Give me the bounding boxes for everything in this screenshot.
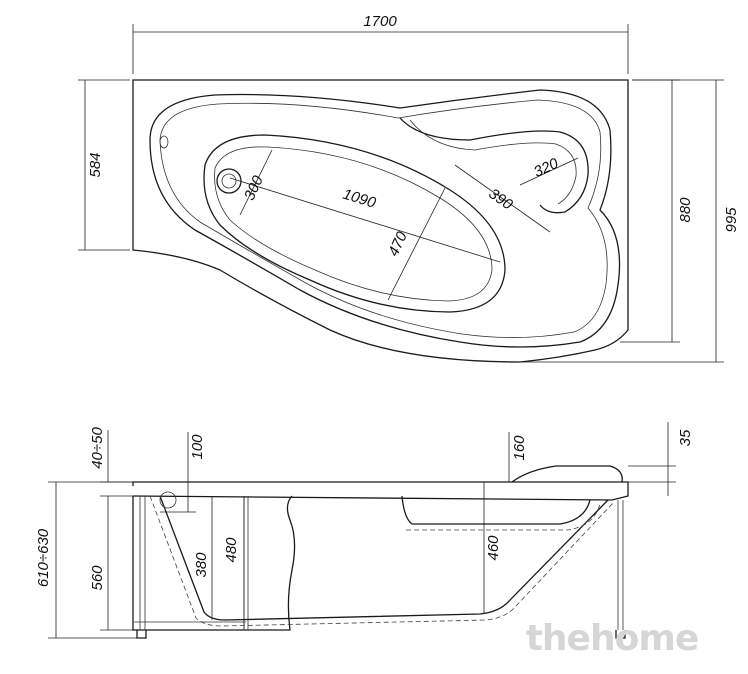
plan-overflow	[159, 135, 169, 149]
dim-line-rim-offset	[160, 432, 196, 513]
dim-basin-length: 1090	[341, 186, 379, 212]
dim-line-drain	[239, 149, 273, 216]
side-seat-profile	[401, 495, 591, 525]
dim-headrest-offset: 160	[511, 435, 528, 461]
dim-line-basin-length	[229, 177, 501, 263]
dim-line-rim-thickness	[628, 422, 676, 496]
plan-drain	[216, 168, 242, 194]
dim-basin-depth: 480	[223, 537, 240, 563]
watermark-text: thehome	[526, 618, 699, 659]
dim-line-depth-total	[520, 79, 724, 363]
side-basin-profile	[159, 495, 609, 621]
dim-rim-thickness: 35	[677, 429, 694, 446]
dim-overall-length: 1700	[363, 13, 397, 30]
dim-inner-depth: 380	[193, 552, 210, 578]
side-frame-left	[134, 496, 246, 630]
dim-rim-offset: 100	[189, 434, 206, 460]
plan-seat-lobe-inner	[409, 119, 577, 205]
dim-headrest-depth: 460	[485, 535, 502, 561]
dim-total-height: 610÷630	[35, 528, 52, 587]
plan-seat-lobe	[399, 117, 589, 214]
side-overflow	[159, 491, 177, 509]
plan-view	[78, 24, 724, 363]
dim-drain-diameter: 300	[241, 173, 267, 203]
plan-outer-outline	[132, 79, 629, 363]
dim-line-overall-length	[132, 24, 629, 74]
side-rim	[132, 481, 629, 501]
side-front-panel	[132, 495, 296, 631]
side-leg-right	[615, 630, 626, 639]
plan-basin-inner	[214, 146, 493, 302]
side-headrest	[511, 465, 623, 483]
plan-rim-inner	[159, 99, 608, 338]
dim-line-basin-width	[387, 187, 446, 301]
dim-line-total-height	[48, 481, 137, 639]
side-support-post	[243, 496, 249, 630]
dim-line-right-length	[519, 157, 579, 186]
dim-depth-total: 995	[723, 207, 740, 233]
plan-rim-outline	[149, 89, 621, 348]
dim-side-height: 560	[89, 565, 106, 591]
plan-basin-outer	[203, 134, 506, 313]
dim-line-left-depth	[78, 79, 130, 251]
side-frame-right	[617, 500, 624, 630]
side-basin-inner-dashed	[149, 495, 615, 627]
dim-right-length: 320	[531, 155, 561, 181]
side-view	[48, 422, 676, 639]
side-seat-dashed	[406, 503, 601, 531]
plan-drain-inner	[221, 173, 237, 189]
dim-leg-adjust: 40÷50	[89, 427, 106, 469]
dim-line-right-width	[454, 164, 551, 233]
dim-depth-inner: 880	[677, 197, 694, 223]
side-leg-left	[136, 630, 147, 639]
dim-left-depth: 584	[87, 152, 104, 177]
dim-line-depth-inner	[620, 79, 680, 343]
dim-line-side-height	[100, 495, 133, 631]
